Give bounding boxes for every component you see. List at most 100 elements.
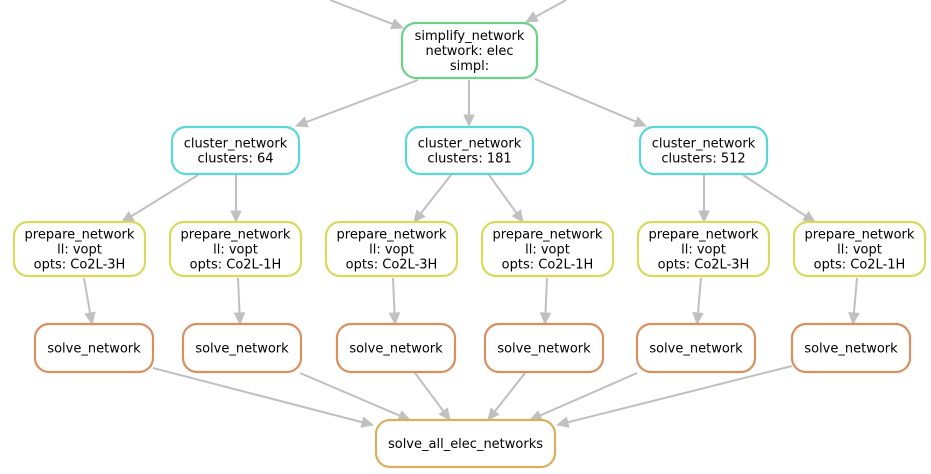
edge-line [130,174,199,218]
arrow-head-icon [294,116,309,128]
arrow-head-icon [438,407,451,421]
edge-line [329,0,394,25]
edge-p2-s2 [233,277,246,326]
arrow-head-icon [555,416,570,428]
edge-c512-p1 [698,175,710,224]
node-title: solve_network [497,342,591,357]
node-solve-3[interactable]: solve_network [335,322,457,374]
edge-s2-all [299,372,412,421]
node-param: ll: vopt [57,243,102,258]
node-solve-4[interactable]: solve_network [483,322,605,374]
node-title: solve_network [195,342,289,357]
edge-line [539,372,638,417]
node-box [374,418,557,469]
node-box [400,21,539,80]
node-solve-5[interactable]: solve_network [635,322,757,374]
arrow-head-icon [388,312,401,326]
node-box [324,220,459,278]
edge-line [488,174,518,214]
node-box [635,322,757,374]
node-param: opts: Co2L-3H [34,258,126,273]
edge-s5-all [528,372,638,421]
node-box [335,322,457,374]
node-box [33,322,155,374]
node-param: opts: Co2L-1H [190,258,282,273]
node-title: solve_network [47,342,141,357]
node-box [404,125,535,176]
edge-line [299,372,401,417]
node-title: cluster_network [184,137,288,152]
node-box [168,220,303,278]
node-solve-2[interactable]: solve_network [181,322,303,374]
edge-line [305,79,419,124]
arrow-head-icon [802,210,817,223]
node-param: ll: vopt [213,243,258,258]
node-solve-all[interactable]: solve_all_elec_networks [374,418,557,469]
arrow-head-icon [120,211,135,223]
arrow-head-icon [633,116,648,127]
edge-c181-p2 [488,174,524,223]
node-title: prepare_network [181,228,291,243]
node-title: solve_network [349,342,443,357]
node-solve-1[interactable]: solve_network [33,322,155,374]
arrow-head-icon [539,312,552,326]
edge-p4-s4 [539,277,552,326]
arrow-head-icon [848,312,860,326]
node-title: cluster_network [652,137,756,152]
edge-line [83,277,92,314]
edge-s4-all [487,372,526,421]
node-title: solve_network [804,342,898,357]
arrow-head-icon [511,209,524,223]
arrow-head-icon [692,312,704,326]
edge-line [392,277,396,314]
edge-simplify-cluster64 [294,79,419,128]
node-title: cluster_network [418,137,522,152]
node-box [636,220,771,278]
node-param: network: elec [425,44,513,59]
arrow-head-icon [390,18,405,30]
edge-simplify-cluster512 [534,78,648,127]
node-title: solve_network [649,342,743,357]
node-solve-6[interactable]: solve_network [790,322,912,374]
node-param: ll: vopt [681,243,726,258]
node-box [480,220,615,278]
node-box [790,322,912,374]
edge-line [237,277,241,314]
edge-in-left [329,0,405,30]
arrow-head-icon [487,407,500,421]
edge-line [567,365,793,424]
arrow-head-icon [397,410,412,421]
edges-layer [83,0,860,428]
node-param: clusters: 181 [427,152,511,167]
node-title: prepare_network [649,228,759,243]
edge-line [696,277,702,314]
arrow-head-icon [84,311,96,326]
node-box [170,125,301,176]
arrow-head-icon [528,410,543,421]
node-param: opts: Co2L-3H [346,258,438,273]
edge-s1-all [152,367,375,428]
node-param: simpl: [450,59,489,74]
node-title: prepare_network [493,228,603,243]
edge-p1-s1 [83,277,96,326]
node-title: prepare_network [805,228,915,243]
node-param: clusters: 512 [661,152,745,167]
node-title: solve_all_elec_networks [388,437,543,452]
edge-line [152,367,363,424]
node-param: ll: vopt [525,243,570,258]
edge-line [544,277,548,314]
arrow-head-icon [230,210,242,224]
node-box [483,322,605,374]
